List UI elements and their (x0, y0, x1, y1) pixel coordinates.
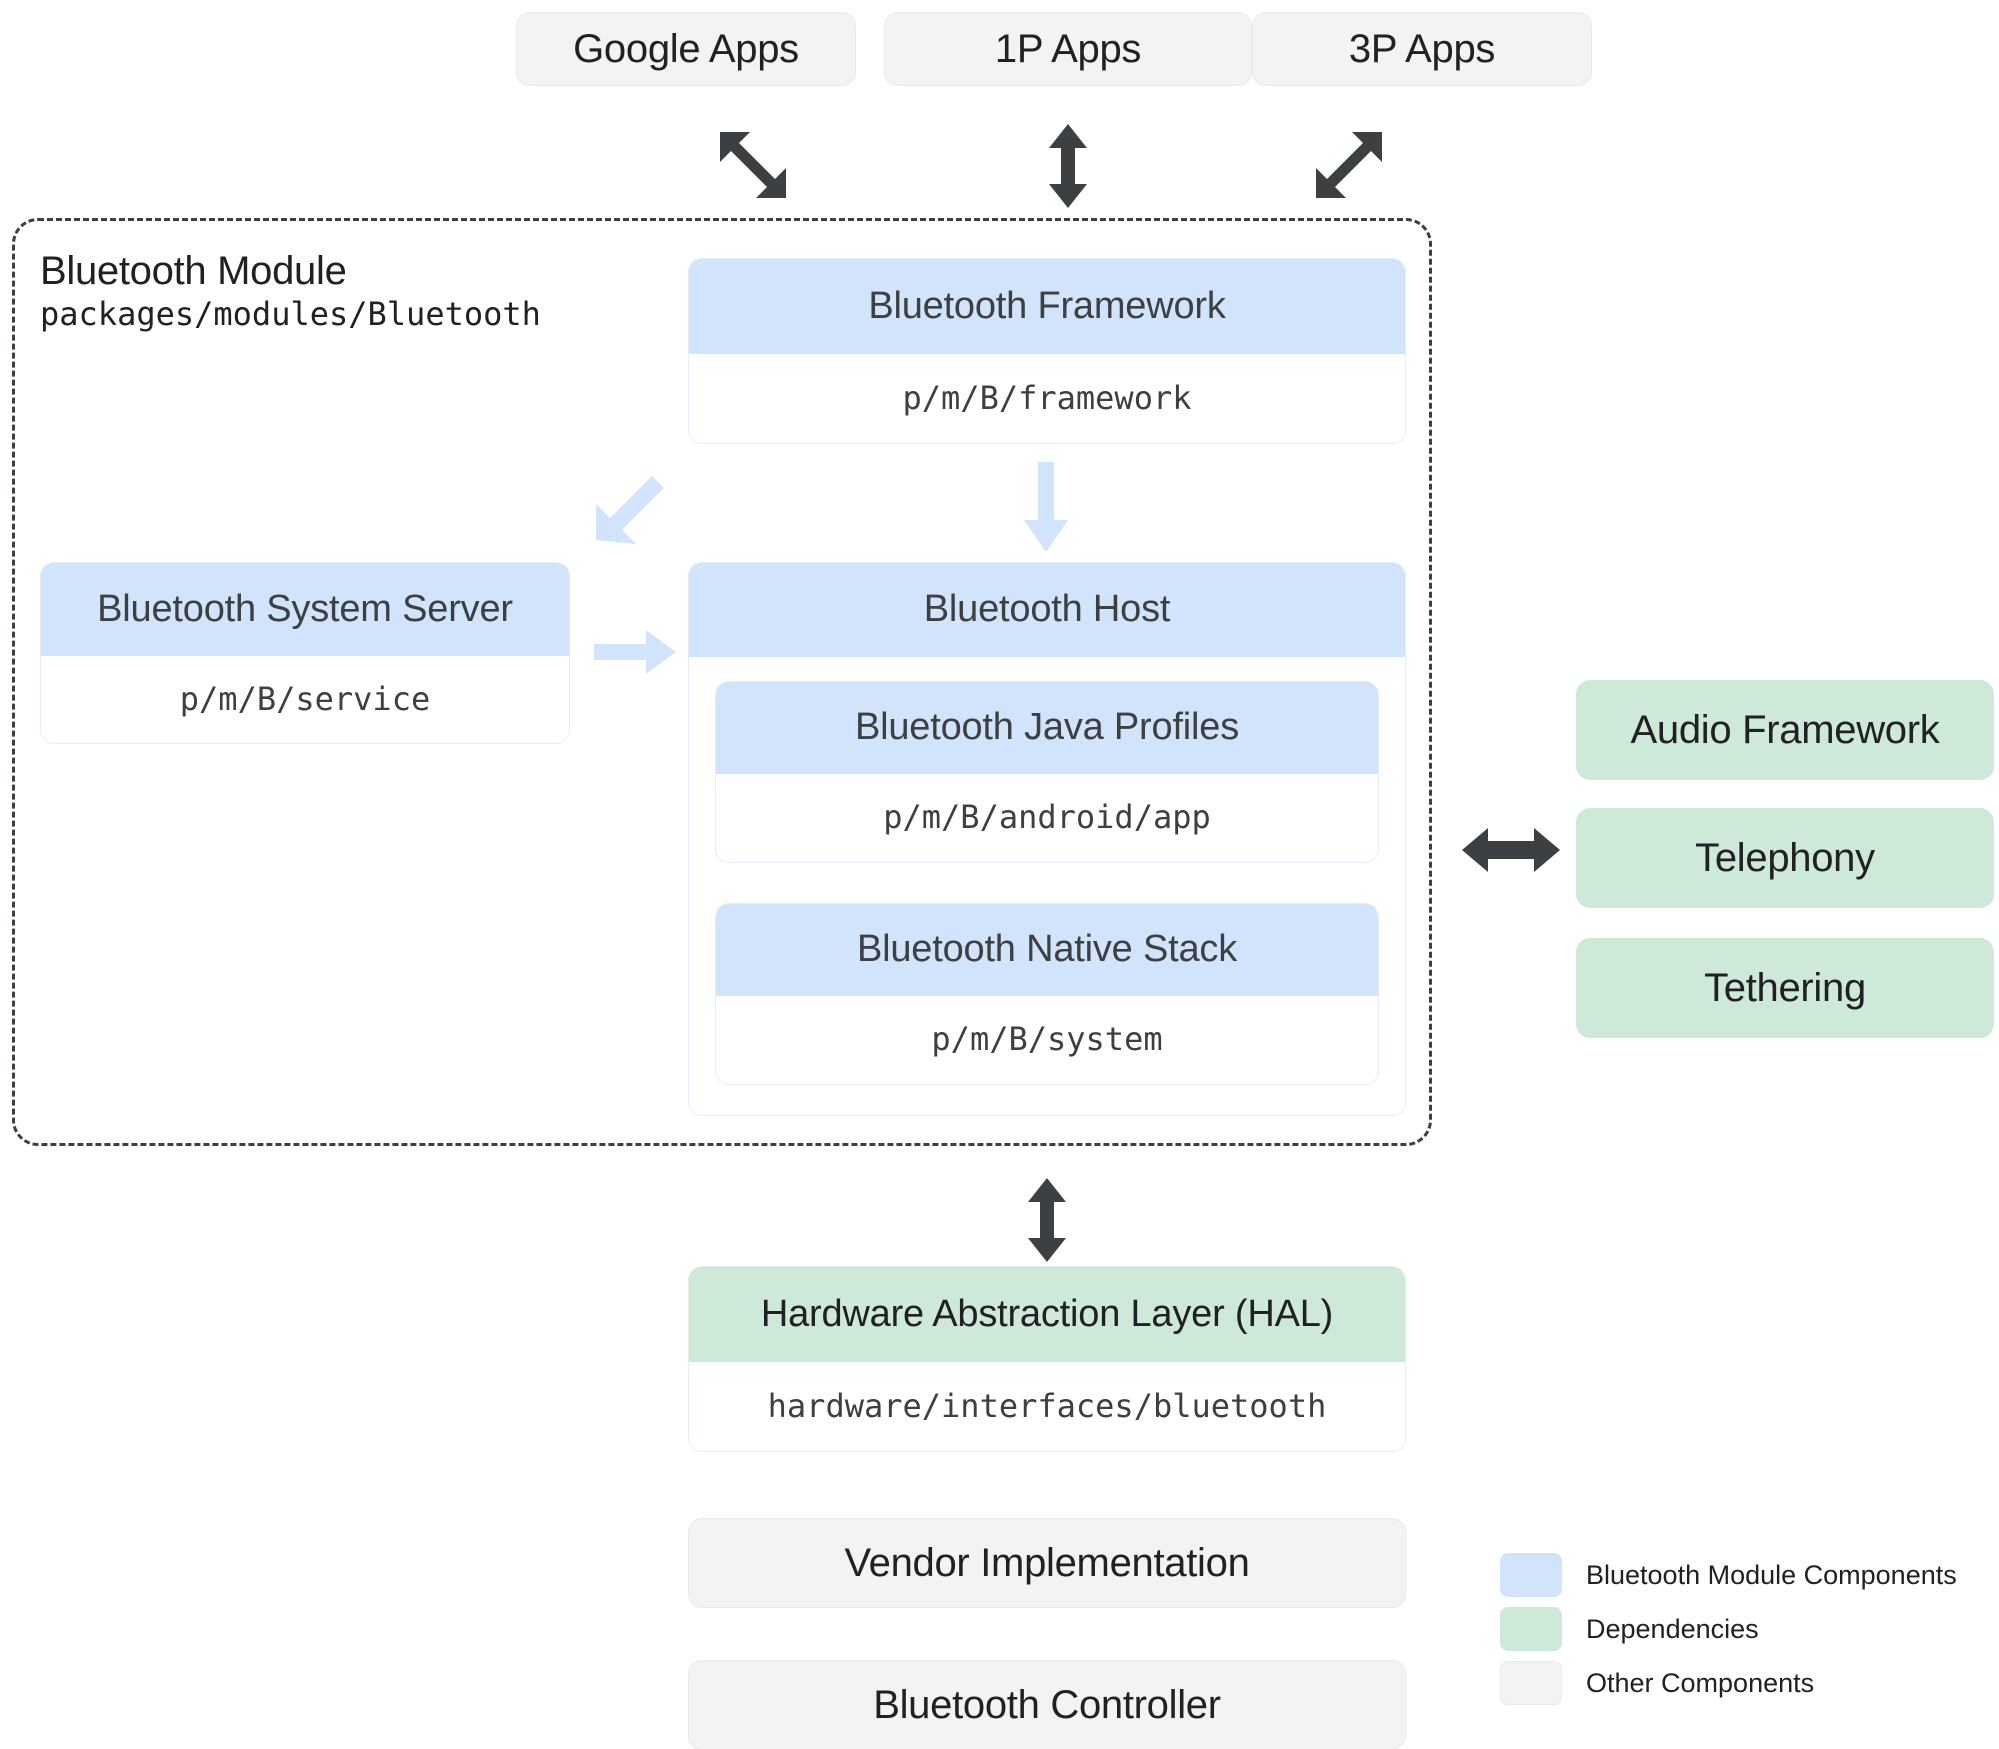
app-box-3p-apps[interactable]: 3P Apps (1252, 12, 1592, 86)
legend-item-other-components: Other Components (1500, 1656, 1957, 1710)
bluetooth-controller-box[interactable]: Bluetooth Controller (688, 1660, 1406, 1749)
hal-title: Hardware Abstraction Layer (HAL) (689, 1267, 1405, 1362)
module-label: Bluetooth Module packages/modules/Blueto… (40, 248, 541, 334)
bluetooth-native-stack-card[interactable]: Bluetooth Native Stack p/m/B/system (715, 903, 1379, 1085)
dependency-box-telephony[interactable]: Telephony (1576, 808, 1994, 908)
hal-path: hardware/interfaces/bluetooth (689, 1361, 1405, 1451)
legend-swatch-blue (1500, 1553, 1562, 1597)
app-box-1p-apps[interactable]: 1P Apps (884, 12, 1252, 86)
vendor-implementation-box[interactable]: Vendor Implementation (688, 1518, 1406, 1608)
bluetooth-system-server-card[interactable]: Bluetooth System Server p/m/B/service (40, 562, 570, 744)
legend: Bluetooth Module Components Dependencies… (1500, 1548, 1957, 1710)
module-to-hal-arrow-icon (1026, 1178, 1068, 1262)
dependency-label: Telephony (1695, 835, 1875, 880)
app-box-google-apps[interactable]: Google Apps (516, 12, 856, 86)
bluetooth-java-profiles-card[interactable]: Bluetooth Java Profiles p/m/B/android/ap… (715, 681, 1379, 863)
legend-swatch-green (1500, 1607, 1562, 1651)
bluetooth-java-profiles-path: p/m/B/android/app (716, 774, 1378, 862)
legend-label: Bluetooth Module Components (1586, 1559, 1957, 1590)
google-apps-connector-icon (714, 126, 804, 206)
bluetooth-system-server-path: p/m/B/service (41, 655, 569, 743)
dependency-label: Tethering (1704, 965, 1866, 1010)
bluetooth-host-title: Bluetooth Host (689, 563, 1405, 657)
bluetooth-system-server-title: Bluetooth System Server (41, 563, 569, 656)
1p-apps-connector-icon (1047, 124, 1089, 208)
legend-item-dependencies: Dependencies (1500, 1602, 1957, 1656)
bluetooth-java-profiles-title: Bluetooth Java Profiles (716, 682, 1378, 774)
bluetooth-controller-label: Bluetooth Controller (873, 1682, 1221, 1727)
bluetooth-framework-path: p/m/B/framework (689, 353, 1405, 443)
app-box-label: 3P Apps (1348, 26, 1496, 71)
app-box-label: 1P Apps (994, 26, 1142, 71)
3p-apps-connector-icon (1298, 126, 1388, 206)
bluetooth-native-stack-path: p/m/B/system (716, 996, 1378, 1084)
legend-label: Other Components (1586, 1667, 1815, 1698)
legend-item-module-components: Bluetooth Module Components (1500, 1548, 1957, 1602)
module-path: packages/modules/Bluetooth (40, 295, 541, 333)
bluetooth-native-stack-title: Bluetooth Native Stack (716, 904, 1378, 996)
bluetooth-host-body: Bluetooth Java Profiles p/m/B/android/ap… (689, 657, 1405, 1115)
bluetooth-framework-title: Bluetooth Framework (689, 259, 1405, 354)
legend-swatch-grey (1500, 1661, 1562, 1705)
bluetooth-module-container (12, 218, 1432, 1146)
hal-card[interactable]: Hardware Abstraction Layer (HAL) hardwar… (688, 1266, 1406, 1452)
dependency-label: Audio Framework (1630, 707, 1940, 752)
bluetooth-host-card[interactable]: Bluetooth Host Bluetooth Java Profiles p… (688, 562, 1406, 1116)
dependency-box-audio-framework[interactable]: Audio Framework (1576, 680, 1994, 780)
host-to-dependencies-arrow-icon (1462, 828, 1560, 872)
vendor-implementation-label: Vendor Implementation (844, 1540, 1250, 1585)
bluetooth-framework-card[interactable]: Bluetooth Framework p/m/B/framework (688, 258, 1406, 444)
legend-label: Dependencies (1586, 1613, 1759, 1644)
dependency-box-tethering[interactable]: Tethering (1576, 938, 1994, 1038)
module-title: Bluetooth Module (40, 249, 347, 293)
app-box-label: Google Apps (573, 26, 799, 71)
